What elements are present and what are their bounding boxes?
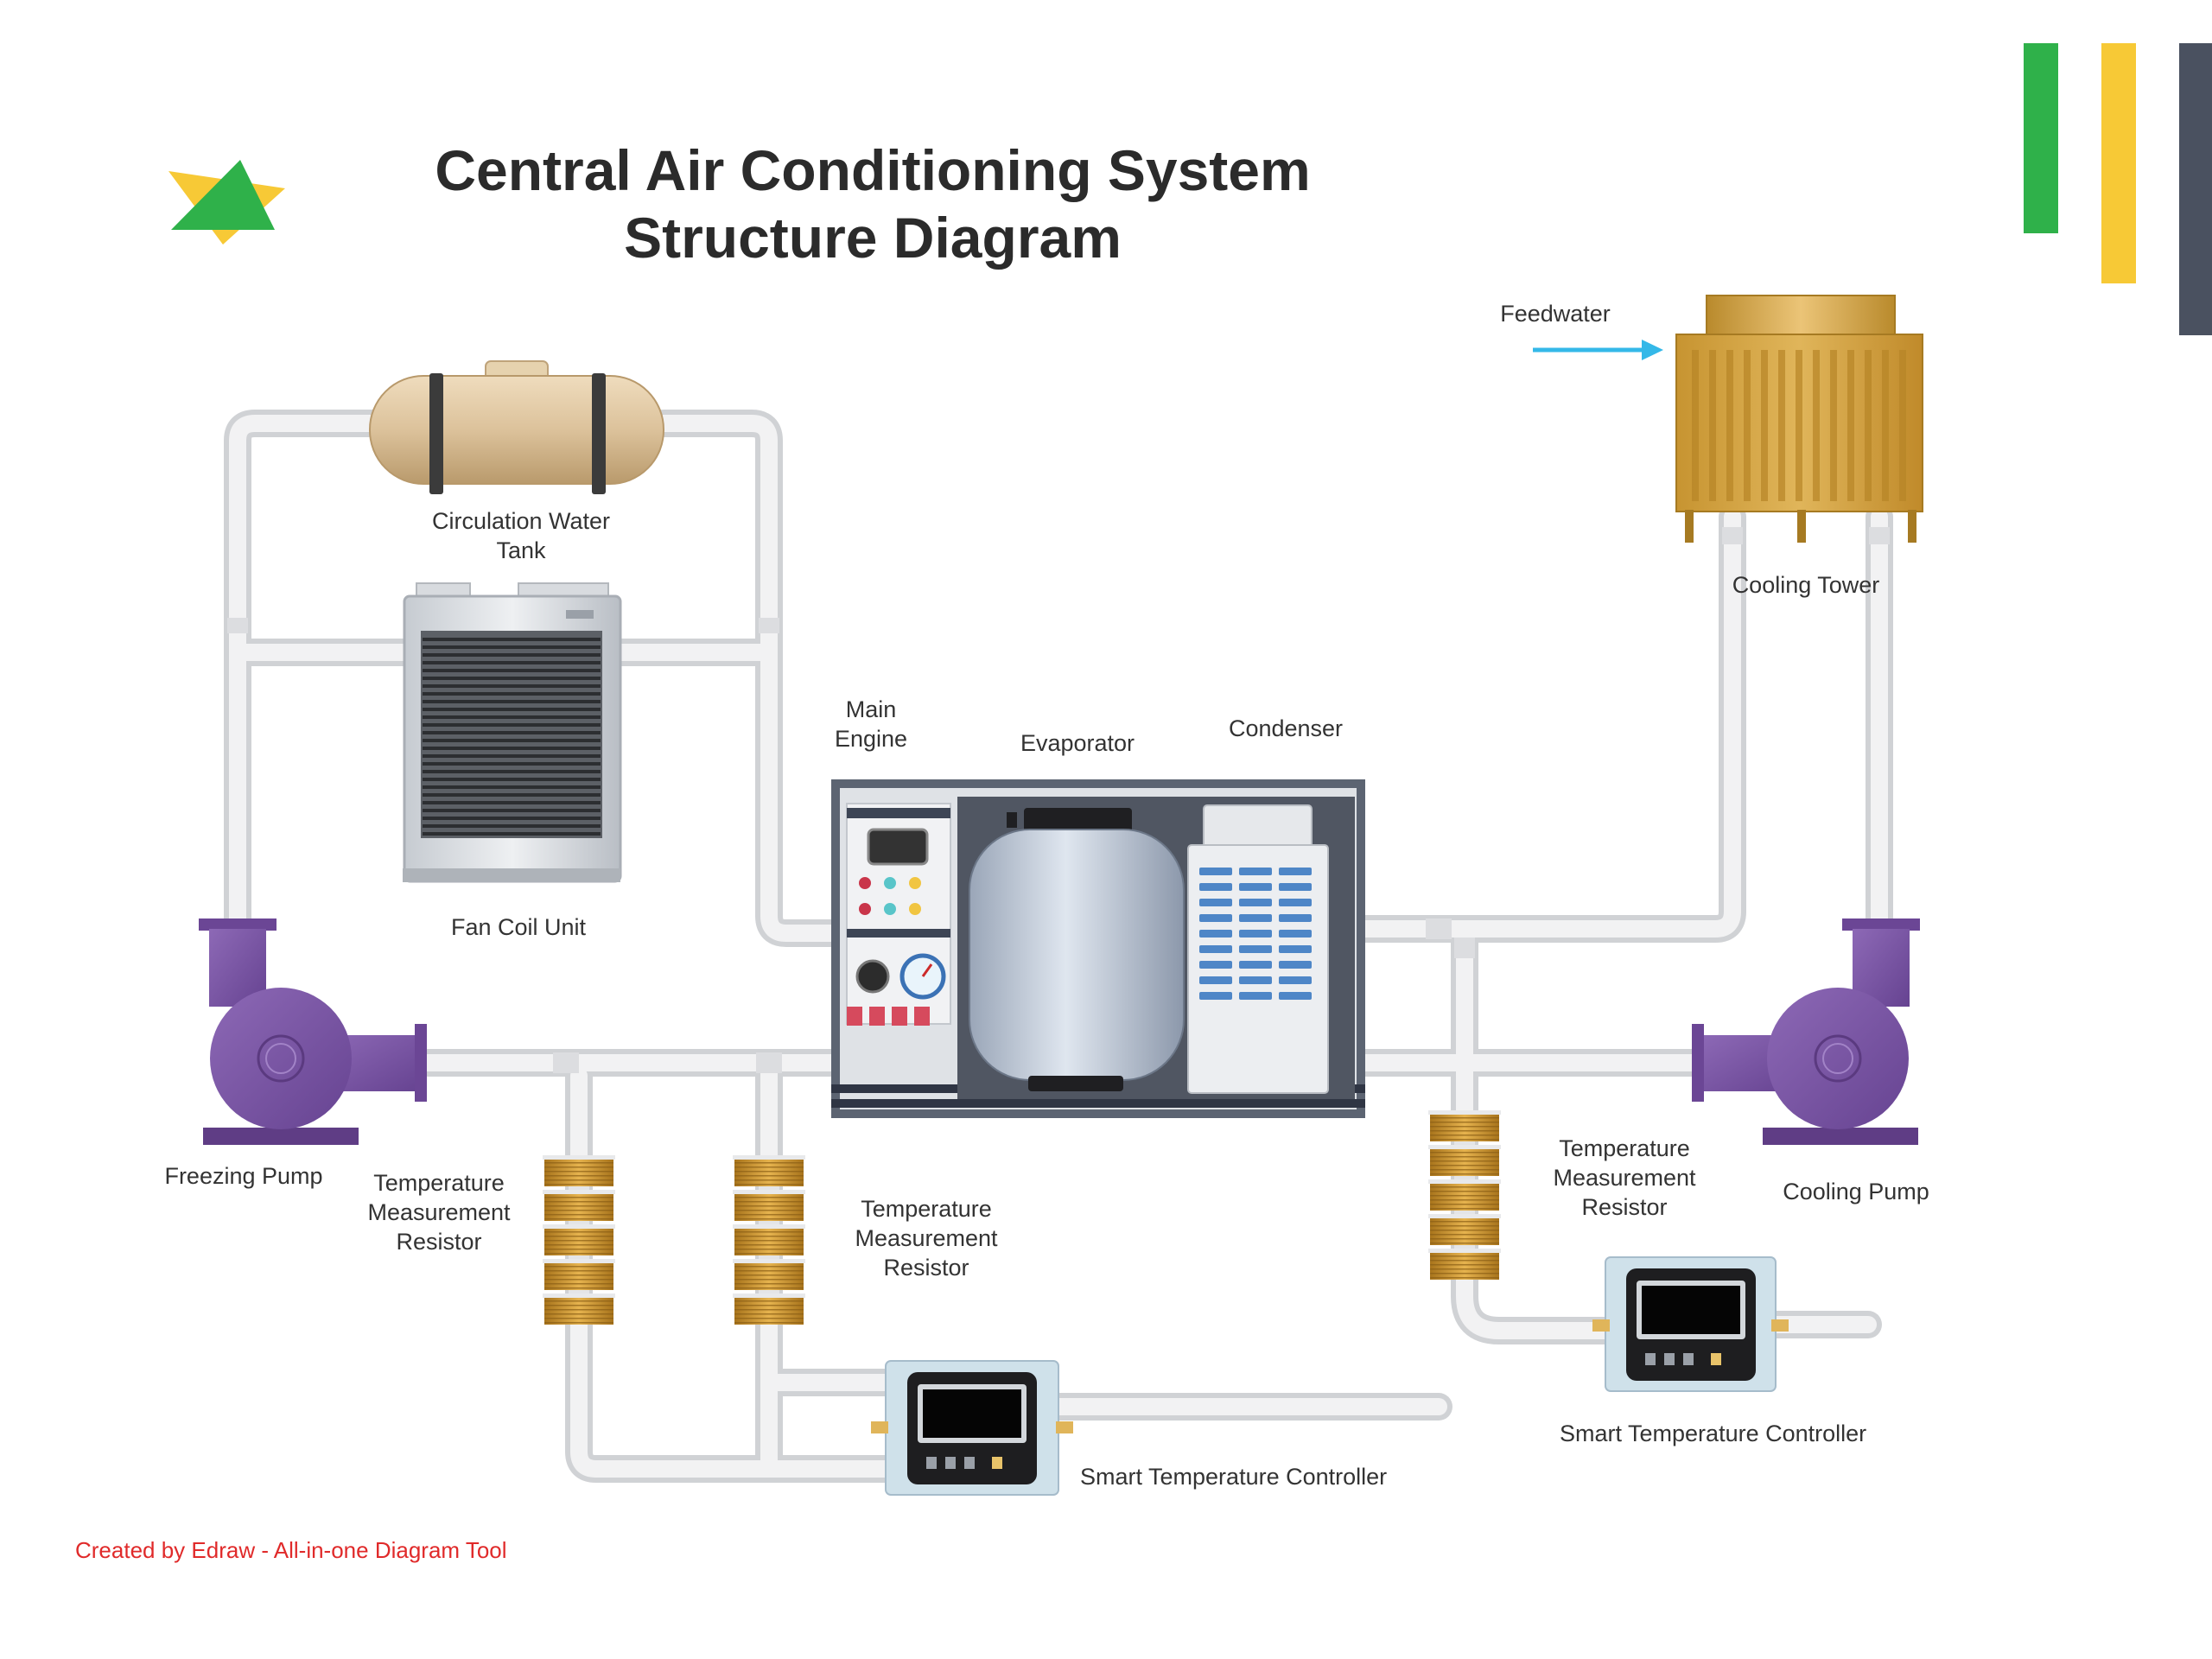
cooling-tower-label: Cooling Tower [1732,572,1880,598]
feedwater-arrow [1533,340,1663,360]
cooling-tower [1675,295,1923,543]
evaporator-label: Evaporator [1020,730,1135,756]
tmr-a-label-3: Resistor [396,1229,481,1255]
temperature-resistor-a [543,1155,615,1325]
temperature-resistor-b [733,1155,805,1325]
title-line-1: Central Air Conditioning System [435,138,1310,202]
cooling-pump-label: Cooling Pump [1783,1179,1929,1205]
main-engine [846,803,951,1026]
main-engine-label-1: Main [846,696,897,722]
tmr-b-label-3: Resistor [883,1255,969,1281]
freezing-pump [199,918,427,1145]
temperature-resistor-c [1428,1110,1501,1280]
fan-coil-unit [403,582,622,883]
credit-footer: Created by Edraw - All-in-one Diagram To… [75,1537,507,1563]
tmr-c-label-1: Temperature [1559,1135,1690,1161]
smart-controller-right-label: Smart Temperature Controller [1560,1421,1866,1446]
tmr-a-label-2: Measurement [367,1199,511,1225]
tmr-c-label-2: Measurement [1553,1165,1696,1191]
cooling-pump [1692,918,1920,1145]
circulation-water-tank [369,360,664,494]
smart-controller-right [1592,1256,1789,1392]
feedwater-label: Feedwater [1500,301,1611,327]
circulation-tank-label-1: Circulation Water [432,508,610,534]
tmr-b-label-2: Measurement [855,1225,998,1251]
condenser [1187,804,1329,1094]
smart-controller-left [871,1360,1073,1496]
freezing-pump-label: Freezing Pump [164,1163,322,1189]
logo-mark [168,160,285,245]
accent-bars [2024,43,2212,335]
main-engine-label-2: Engine [835,726,907,752]
circulation-tank-label-2: Tank [496,537,546,563]
smart-controller-left-label: Smart Temperature Controller [1080,1464,1387,1490]
tmr-b-label-1: Temperature [861,1196,992,1222]
condenser-label: Condenser [1229,715,1343,741]
main-unit [831,779,1365,1118]
title-line-2: Structure Diagram [624,206,1122,270]
tmr-c-label-3: Resistor [1581,1194,1667,1220]
tmr-a-label-1: Temperature [373,1170,505,1196]
fan-coil-unit-label: Fan Coil Unit [451,914,587,940]
